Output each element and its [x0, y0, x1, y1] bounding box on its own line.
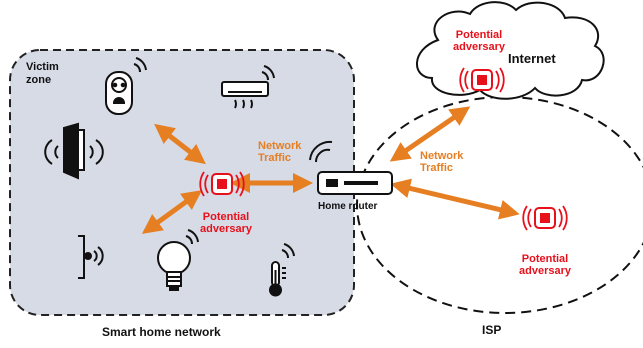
air-conditioner-icon [221, 65, 275, 109]
doorbell-icon [78, 235, 104, 279]
traffic-arrows [141, 106, 520, 234]
smart-home-network-label: Smart home network [102, 325, 221, 339]
victim-zone-label-line2: zone [26, 74, 52, 86]
adversary-label-isp-line1: Potential [521, 253, 569, 265]
arrow-router-isp-adversary [390, 178, 520, 220]
adversary-label-isp-line2: adversary [519, 265, 571, 277]
smart-plug-icon [105, 57, 147, 115]
internet-label: Internet [508, 51, 556, 66]
router-icon [309, 140, 393, 195]
network-traffic-label-isp-line2: Traffic [420, 162, 454, 174]
thermometer-icon [269, 243, 295, 297]
arrow-plug-adversary [154, 123, 206, 165]
isp-zone-ellipse [356, 96, 643, 314]
adversary-label-home-line2: adversary [200, 223, 252, 235]
network-traffic-label-isp-line1: Network [420, 150, 464, 162]
adversary-icon-isp [522, 205, 568, 231]
network-traffic-label-home-line2: Traffic [258, 152, 292, 164]
isp-label: ISP [482, 323, 502, 337]
arrow-adversary-bulb [141, 190, 203, 234]
cloud-icon [416, 1, 605, 100]
arrow-router-internet-adversary [389, 106, 471, 162]
home-router-label: Home router [318, 201, 378, 212]
network-traffic-label-home-line1: Network [258, 140, 302, 152]
adversary-label-internet-line2: adversary [453, 41, 505, 53]
smart-lock-icon [44, 122, 104, 180]
adversary-label-home-line1: Potential [202, 211, 250, 223]
smart-bulb-icon [157, 229, 199, 291]
adversary-label-internet-line1: Potential [455, 29, 503, 41]
victim-zone-label-line1: Victim [26, 61, 59, 73]
